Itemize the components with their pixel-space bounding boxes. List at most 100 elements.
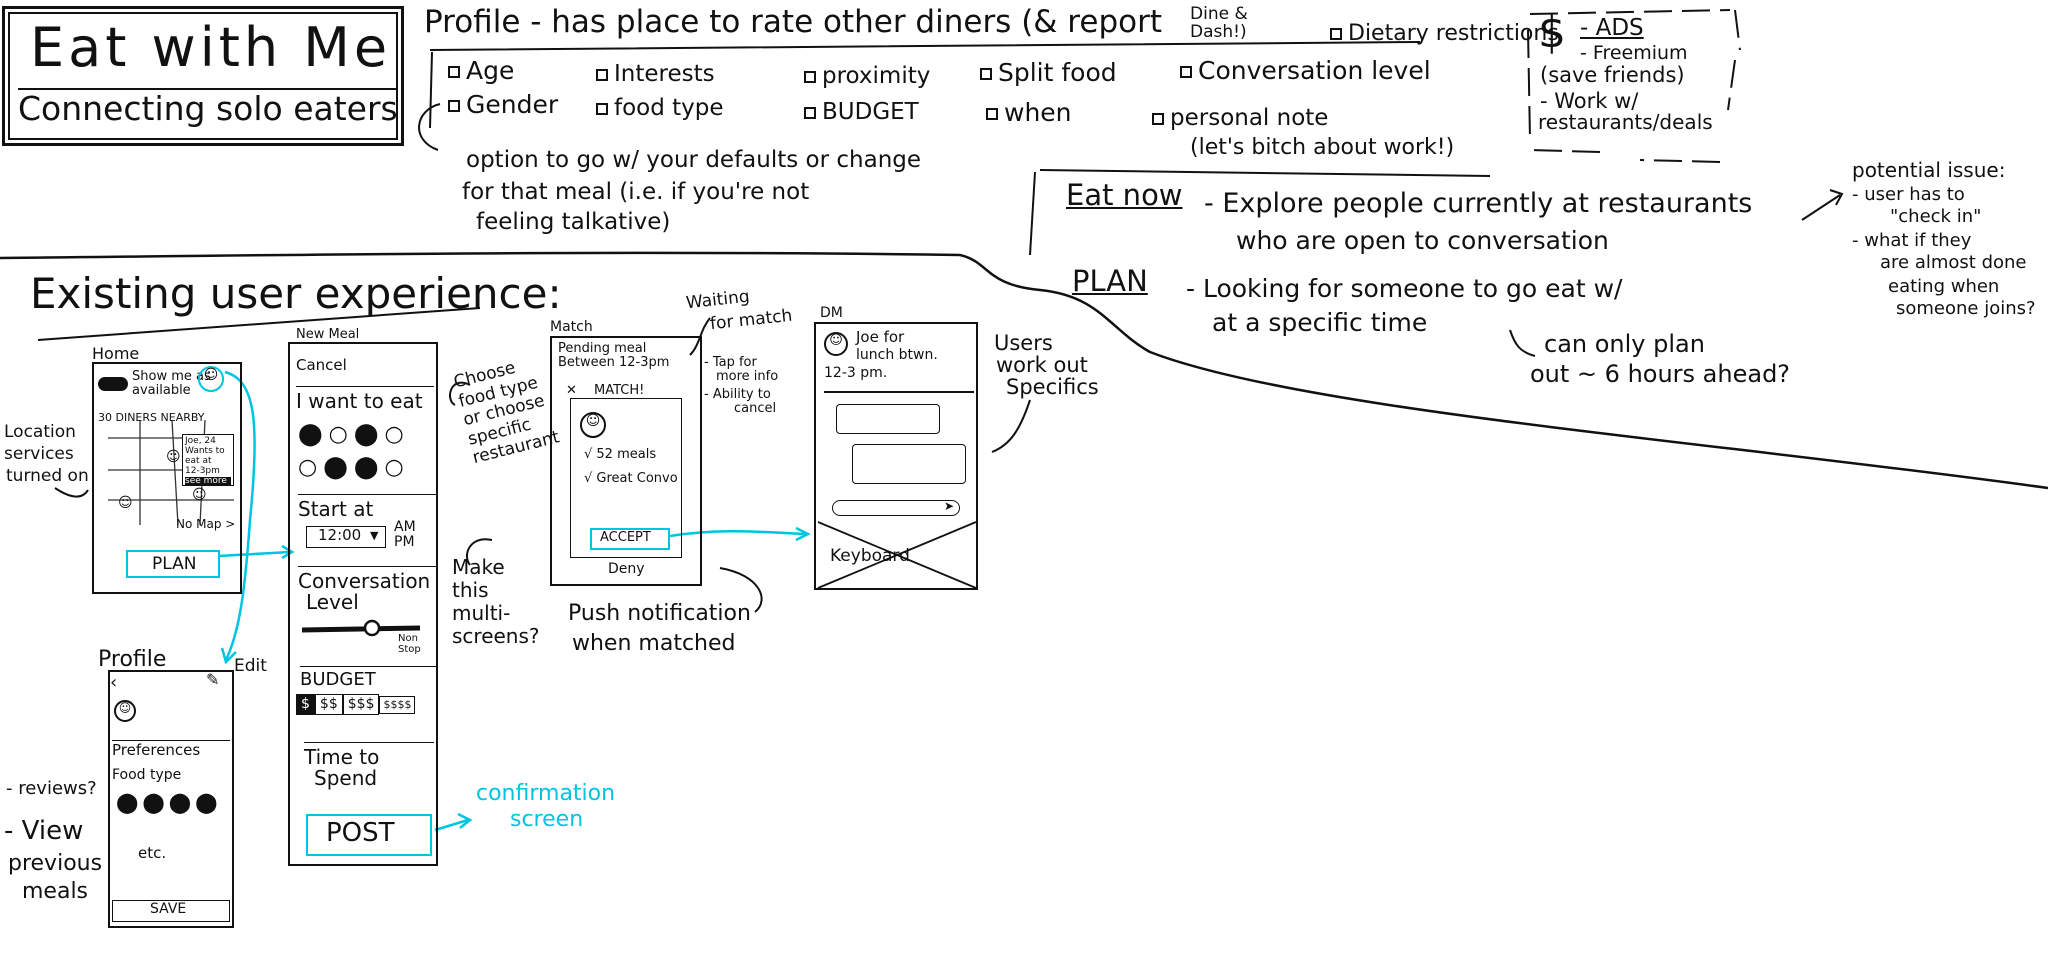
profile-side-4: meals <box>22 879 89 904</box>
budget-option[interactable]: $$$ <box>342 694 380 715</box>
eat-now-label: Eat now <box>1066 178 1183 212</box>
users-note-1: Users <box>994 331 1053 355</box>
availability-toggle[interactable]: Show me as available <box>98 370 212 397</box>
card-line: eat at <box>185 455 212 466</box>
dollar-icon: $ <box>1538 7 1566 58</box>
users-note-2: work out <box>996 353 1088 377</box>
card-line: Wants to <box>185 445 225 456</box>
food-icon-grid[interactable]: ⬤○⬤○○⬤⬤○ <box>298 422 410 480</box>
avatar-icon[interactable]: ☺ <box>198 366 224 392</box>
deny-link[interactable]: Deny <box>608 561 645 577</box>
message-input[interactable] <box>832 500 960 516</box>
accept-button[interactable] <box>590 528 670 550</box>
checkbox-icon <box>1330 28 1342 40</box>
meals-stat: √ 52 meals <box>584 447 657 462</box>
toggle-switch-icon[interactable] <box>98 376 128 391</box>
issue-line-6: eating when <box>1888 276 2000 297</box>
users-note-3: Specifics <box>1006 375 1099 399</box>
check-age: Age <box>448 57 514 84</box>
checkbox-icon <box>804 106 816 119</box>
check-when: when <box>986 99 1072 126</box>
map-pin-icon: ☺ <box>118 495 133 511</box>
monetization-save-friends: (save friends) <box>1540 63 1685 87</box>
check-food-type: food type <box>596 96 724 120</box>
check-split-food: Split food <box>980 59 1117 86</box>
etc-note: etc. <box>138 844 167 862</box>
cancel-link[interactable]: Cancel <box>296 356 347 374</box>
budget-option[interactable]: $ <box>296 694 315 715</box>
check-budget: BUDGET <box>804 100 919 124</box>
food-type-label: Food type <box>112 767 182 783</box>
profile-screen <box>108 670 234 928</box>
dm-avatar-icon: ☺ <box>824 332 848 356</box>
checkbox-icon <box>980 68 992 80</box>
new-meal-screen <box>288 342 438 866</box>
save-button-label: SAVE <box>150 901 187 917</box>
conversation-label-2: Level <box>306 590 359 614</box>
diners-nearby: 30 DINERS NEARBY <box>98 411 205 424</box>
new-meal-label: New Meal <box>296 327 360 342</box>
issue-line-7: someone joins? <box>1896 298 2036 319</box>
am-pm-toggle[interactable]: AM PM <box>394 519 416 550</box>
plan-limit-2: out ~ 6 hours ahead? <box>1530 360 1791 388</box>
card-line: 12-3pm <box>185 465 220 476</box>
profile-label: Profile <box>98 647 167 672</box>
budget-options[interactable]: $$$$$$$$$$ <box>296 694 416 715</box>
conversation-label-1: Conversation <box>298 566 436 592</box>
tap-note-2: more info <box>716 369 779 384</box>
time-spend-2: Spend <box>314 766 378 790</box>
post-button[interactable] <box>306 814 432 856</box>
profile-avatar-icon: ☺ <box>114 700 136 722</box>
checkbox-icon <box>1152 112 1164 125</box>
close-icon[interactable]: ✕ <box>566 383 577 398</box>
confirmation-note-1: confirmation <box>476 781 616 806</box>
diner-card[interactable]: Joe, 24 Wants to eat at 12-3pm see more <box>182 434 234 487</box>
multi-screen-note: Make this multi- screens? <box>452 555 540 648</box>
no-map-link[interactable]: No Map > <box>176 517 236 531</box>
want-to-eat: I want to eat <box>296 386 434 412</box>
dm-header-2: lunch btwn. <box>856 347 938 363</box>
plan-limit-1: can only plan <box>1544 330 1705 358</box>
edit-note: Edit <box>234 656 267 676</box>
profile-side-1: - reviews? <box>6 778 97 799</box>
issue-line-5: are almost done <box>1880 252 2027 273</box>
budget-option[interactable]: $$ <box>314 694 343 715</box>
time-picker[interactable] <box>306 526 386 548</box>
save-button[interactable] <box>112 900 230 922</box>
plan-button[interactable] <box>126 550 220 578</box>
push-note-2: when matched <box>572 631 736 656</box>
option-note-line1: option to go w/ your defaults or change <box>466 147 922 173</box>
issue-line-1: potential issue: <box>1852 158 2006 182</box>
dm-screen <box>814 322 978 590</box>
check-interests: Interests <box>596 62 715 86</box>
food-icons: ⬤⬤⬤⬤ <box>116 790 222 814</box>
match-avatar-icon: ☺ <box>580 412 606 438</box>
non-stop-label: Non Stop <box>398 633 421 655</box>
check-conversation-level: Conversation level <box>1180 57 1431 84</box>
push-note-1: Push notification <box>568 601 751 626</box>
post-button-label: POST <box>326 818 395 848</box>
see-more-link[interactable]: see more <box>185 476 231 487</box>
back-icon[interactable]: ‹ <box>110 672 118 693</box>
app-title: Eat with Me <box>30 16 392 79</box>
plan-desc-2: at a specific time <box>1212 308 1428 337</box>
match-card[interactable] <box>570 398 682 558</box>
check-gender: Gender <box>448 91 558 118</box>
issue-line-2: - user has to <box>1852 184 1965 205</box>
profile-note-heading: Profile - has place to rate other diners… <box>424 4 1162 40</box>
monetization-restaurants: restaurants/deals <box>1538 110 1713 134</box>
tap-note-4: cancel <box>734 401 777 416</box>
budget-option[interactable]: $$$$ <box>379 696 416 714</box>
title-block <box>2 6 404 146</box>
map-pin-icon: ☺ <box>166 449 181 465</box>
dine-dash-note: Dine & Dash!) <box>1190 4 1248 42</box>
edit-pencil-icon[interactable]: ✎ <box>206 670 220 689</box>
pending-line-2: Between 12-3pm <box>558 355 670 370</box>
confirmation-note-2: screen <box>510 807 584 832</box>
dietary-item: Dietary restrictions <box>1330 22 1559 45</box>
monetization-freemium: - Freemium <box>1580 42 1688 64</box>
send-icon[interactable]: ➤ <box>944 499 955 513</box>
chat-bubble <box>852 444 966 484</box>
title-inner <box>8 12 398 140</box>
